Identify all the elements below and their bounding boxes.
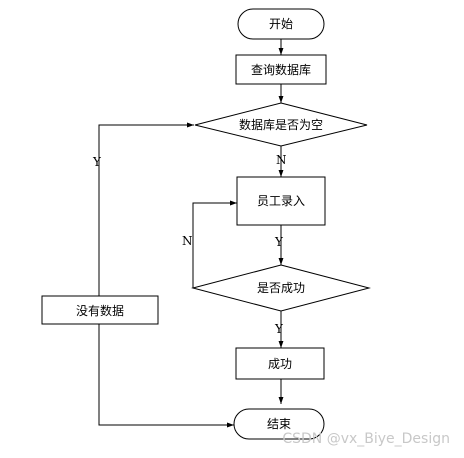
no-data-label: 没有数据 <box>76 303 124 318</box>
success-label: 成功 <box>268 357 292 371</box>
db-empty-no-label: N <box>276 153 287 167</box>
watermark-text: CSDN @vx_Biye_Design <box>282 431 450 447</box>
start-node: 开始 <box>237 8 325 40</box>
entry-to-check-label: Y <box>274 235 284 249</box>
db-empty-decision: 数据库是否为空 <box>194 102 368 147</box>
success-check-no-label: N <box>182 234 193 248</box>
query-db-box: 查询数据库 <box>235 54 327 85</box>
end-label: 结束 <box>267 417 291 431</box>
employee-entry-label: 员工录入 <box>257 194 305 208</box>
start-label: 开始 <box>269 17 293 31</box>
db-empty-label: 数据库是否为空 <box>239 117 323 132</box>
db-empty-yes-label: Y <box>92 155 102 169</box>
success-box: 成功 <box>235 347 325 380</box>
success-decision: 是否成功 <box>191 264 371 312</box>
edge-success-check-no-loop <box>192 200 237 288</box>
no-data-box: 没有数据 <box>41 295 159 325</box>
query-db-label: 查询数据库 <box>251 62 311 77</box>
edge-nodata-to-end <box>98 324 234 428</box>
success-check-label: 是否成功 <box>257 281 305 295</box>
edge-check-yes-to-nodata <box>98 122 194 296</box>
employee-entry-box: 员工录入 <box>236 176 326 226</box>
success-check-yes-label: Y <box>274 322 284 336</box>
end-node: 结束 <box>233 408 325 440</box>
